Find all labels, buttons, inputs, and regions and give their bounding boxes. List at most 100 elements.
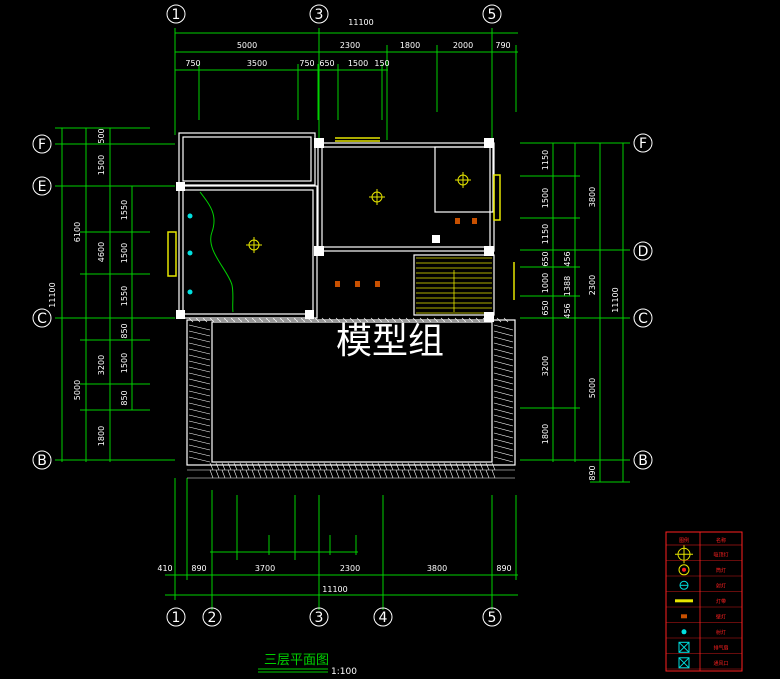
windows: [167, 137, 515, 300]
bottom-dim: 890: [496, 564, 511, 573]
right-dim-col1: 5000: [588, 378, 597, 398]
legend-label: 壁灯: [716, 613, 726, 620]
left-dim-col1: 6100: [73, 222, 82, 242]
legend-label: 射灯: [716, 629, 726, 636]
axis-left-B-label: B: [37, 453, 47, 469]
bottom-dim: 3800: [427, 564, 447, 573]
axis-right-D-label: D: [638, 244, 649, 260]
left-dim-col2: 1500: [97, 155, 106, 175]
left-dim-col3: 1550: [120, 200, 129, 220]
right-dim-col2: 650: [541, 251, 550, 266]
right-dim-col2: 3200: [541, 356, 550, 376]
legend-header-name: 名称: [716, 537, 726, 544]
left-dim-col2: 3200: [97, 355, 106, 375]
spot-icon: [187, 250, 193, 256]
axis-top-1: 1: [166, 4, 186, 24]
top-dim-row2: 3500: [247, 59, 267, 68]
bottom-dim: 2300: [340, 564, 360, 573]
axis-bottom-4-label: 4: [379, 610, 388, 626]
right-total-dim: 11100: [611, 287, 620, 312]
axis-right-C: C: [633, 308, 653, 328]
legend-label: 射灯: [716, 582, 726, 589]
bottom-dim: 3700: [255, 564, 275, 573]
legend-label: 筒灯: [716, 567, 726, 574]
axis-right-C-label: C: [638, 311, 648, 327]
spot-icon: [187, 213, 193, 219]
ceiling-light-icon: [369, 189, 385, 205]
legend-label: 通风口: [713, 660, 728, 667]
axis-top-3: 3: [309, 4, 329, 24]
wall-lamp-icon: [375, 281, 380, 287]
wall-lamp-icon: [455, 218, 460, 224]
exhaust-fan-icon: [678, 641, 690, 653]
left-dim-col1: 5000: [73, 380, 82, 400]
top-dim-row1: 2000: [453, 41, 473, 50]
left-dim-col3: 850: [120, 390, 129, 405]
left-total-dim: 11100: [48, 282, 57, 307]
axis-top-1-label: 1: [172, 7, 181, 23]
ceiling-light-icon: [678, 564, 690, 576]
top-dim-row2: 650: [319, 59, 334, 68]
axis-bottom-2: 2: [202, 607, 222, 627]
legend-label: 灯带: [716, 598, 726, 605]
axis-top-5-label: 5: [488, 7, 497, 23]
axis-left-F: F: [32, 134, 52, 154]
axis-left-B: B: [32, 450, 52, 470]
axis-right-B-label: B: [638, 453, 648, 469]
ceiling-light-icon: [455, 172, 471, 188]
legend-header-icon: 图例: [679, 537, 689, 544]
vent-icon: [678, 657, 690, 669]
right-dim-col1: 3800: [588, 187, 597, 207]
curtain-line: [199, 191, 234, 313]
right-dim-col2: 1150: [541, 150, 550, 170]
dimension-lines: [55, 28, 630, 610]
ceiling-light-icon: [246, 237, 262, 253]
legend-label: 吸顶灯: [713, 551, 728, 558]
axis-left-C: C: [32, 308, 52, 328]
axis-bottom-1: 1: [166, 607, 186, 627]
spot-icon: [187, 289, 193, 295]
wall-lamp-icon: [355, 281, 360, 287]
left-dim-col2: 4600: [97, 242, 106, 262]
drawing-scale: 1:100: [331, 667, 357, 677]
left-dim-col3: 850: [120, 323, 129, 338]
spot-lights: [187, 213, 193, 295]
wall-lamp-icon: [472, 218, 477, 224]
spot-icon: [681, 629, 687, 635]
axis-left-C-label: C: [37, 311, 47, 327]
axis-left-F-label: F: [38, 137, 46, 153]
axis-bottom-3-label: 3: [315, 610, 324, 626]
top-dim-row2: 150: [374, 59, 389, 68]
axis-top-5: 5: [482, 4, 502, 24]
axis-bottom-5: 5: [482, 607, 502, 627]
wall-lamp-icon: [335, 281, 340, 287]
top-dim-row2: 1500: [348, 59, 368, 68]
legend-table: 图例名称吸顶灯筒灯射灯灯带壁灯射灯排气扇通风口: [665, 531, 743, 672]
top-dim-row1: 5000: [237, 41, 257, 50]
axis-left-E: E: [32, 176, 52, 196]
axis-left-E-label: E: [38, 179, 47, 195]
left-dim-col2: 1800: [97, 426, 106, 446]
bottom-dim: 410: [157, 564, 172, 573]
wall-lamp-icon: [681, 614, 687, 619]
axis-right-F-label: F: [639, 136, 647, 152]
left-dim-col3: 1500: [120, 243, 129, 263]
lights: [246, 172, 471, 253]
top-total-dim: 11100: [348, 18, 373, 27]
axis-right-D: D: [633, 241, 653, 261]
walls: [178, 132, 516, 466]
axis-bottom-3: 3: [309, 607, 329, 627]
axis-right-B: B: [633, 450, 653, 470]
axis-top-3-label: 3: [315, 7, 324, 23]
top-dim-row2: 750: [299, 59, 314, 68]
right-dim-col1: 890: [588, 465, 597, 480]
axis-bottom-4: 4: [373, 607, 393, 627]
columns: [176, 138, 494, 322]
downlight-icon: [679, 580, 689, 590]
drawing-title: 三层平面图: [264, 653, 329, 668]
axis-bottom-5-label: 5: [488, 610, 497, 626]
